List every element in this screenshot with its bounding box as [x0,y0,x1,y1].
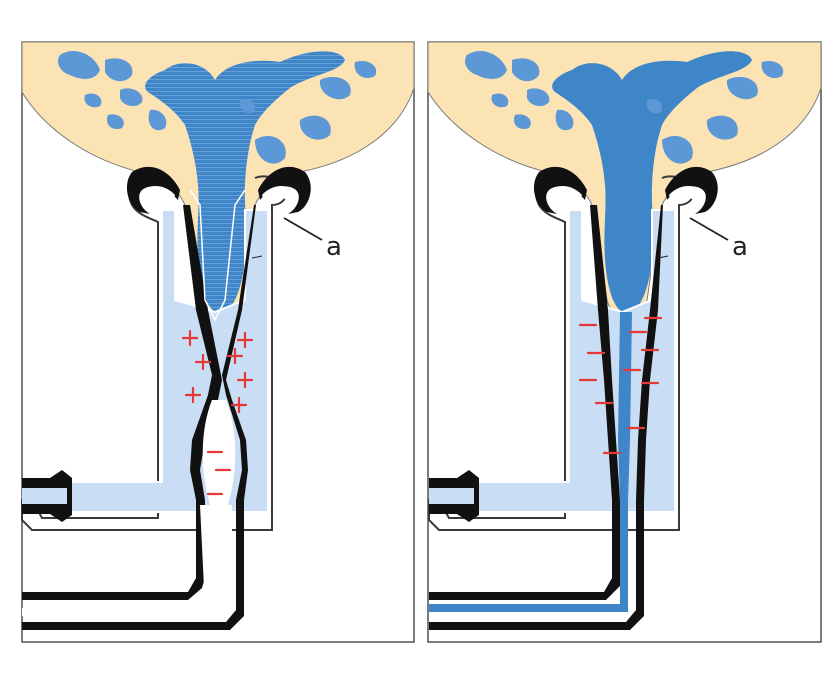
plus-sign [184,386,202,404]
left-callout: a [251,217,342,262]
plus-sign [236,371,254,389]
right-liner-mouthpiece [533,166,587,214]
plus-sign [230,396,248,414]
right-charge-minus [578,316,663,455]
left-callout-label: a [326,232,342,262]
left-liner-mouthpiece [126,166,180,214]
left-charge-minus [206,450,232,496]
plus-sign [181,329,199,347]
left-liner-wall-right [22,205,262,630]
left-liner-wall-left [22,205,222,600]
right-callout: a [657,217,748,262]
left-charge-plus [181,329,254,414]
plus-sign [226,347,244,365]
left-panel: a [21,41,415,643]
left-alveoli [58,50,377,164]
right-milk-cistern [552,51,752,312]
plus-sign [236,331,254,349]
right-liner-wall-left [429,205,620,600]
right-alveoli [465,50,784,164]
plus-sign [194,353,212,371]
right-panel: a [427,41,822,643]
left-milk-cistern [145,51,345,312]
right-callout-label: a [732,232,748,262]
